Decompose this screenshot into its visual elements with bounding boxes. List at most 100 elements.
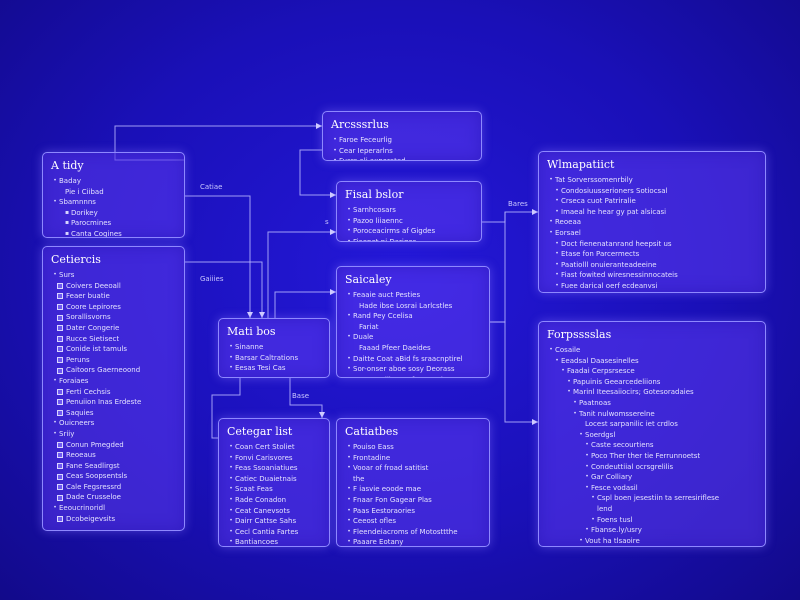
checkbox[interactable] bbox=[57, 304, 63, 311]
list-item-label: Sarnhcosars bbox=[353, 206, 396, 214]
bullet-icon: • bbox=[555, 197, 559, 205]
list-item-label: Ouicneers bbox=[59, 419, 95, 428]
list-item-label: Faadai Cerpsrsesce bbox=[567, 367, 635, 376]
checkbox[interactable] bbox=[57, 452, 63, 459]
edge-modules-to-security bbox=[274, 291, 336, 318]
list-item: the bbox=[345, 474, 481, 485]
list-item-label: Rade Conadon bbox=[235, 495, 287, 504]
list-item: Dade Crusseloe bbox=[51, 492, 176, 503]
checkbox[interactable] bbox=[57, 346, 63, 353]
list-item: •Cosaile bbox=[547, 345, 757, 356]
list-item: •Poco Ther ther tie Ferrunnoetst bbox=[547, 451, 757, 462]
checkbox[interactable] bbox=[57, 357, 63, 364]
bullet-icon: • bbox=[555, 271, 559, 279]
list-item-label: Poco Ther ther tie Ferrunnoetst bbox=[591, 451, 701, 460]
edge-modules-to-final bbox=[267, 231, 336, 318]
list-item-label: Cspl boen jesestiin ta serresiriflese bbox=[597, 494, 720, 503]
list-item: •Fnaar Fon Gagear Plas bbox=[345, 495, 481, 506]
list-item-label: Rand Pey Ccelisa bbox=[353, 312, 413, 321]
list-item-label: Fariat bbox=[359, 322, 379, 331]
bullet-icon: • bbox=[585, 462, 589, 470]
list-item-label: Faaad Pfeer Daeides bbox=[359, 343, 431, 352]
checkbox[interactable] bbox=[57, 494, 63, 501]
list-item-label: Feas Ssoaniatiues bbox=[235, 464, 298, 473]
list-item-label: Paatiolll onuieranteadeeine bbox=[561, 260, 657, 269]
list-item: •Papuinis Geearcedeliions bbox=[547, 377, 757, 388]
list-item: •Cspl boen jesestiin ta serresiriflese bbox=[547, 493, 757, 504]
node-final[interactable]: Fisal bslor •Sarnhcosars•Pazoo liiaennc•… bbox=[336, 181, 482, 242]
list-item: Dcobeigevsits bbox=[51, 514, 176, 525]
checkbox[interactable] bbox=[57, 410, 63, 417]
list-item: •Condosiuusserioners Sotiocsal bbox=[547, 186, 757, 197]
checkbox[interactable] bbox=[57, 293, 63, 300]
list-item-label: Ceas Soopsentsls bbox=[66, 472, 128, 481]
checkbox[interactable] bbox=[57, 462, 63, 469]
list-item-label: Imaeal he hear gy pat alsicasi bbox=[561, 207, 667, 216]
checkbox[interactable] bbox=[57, 484, 63, 491]
node-management[interactable]: Wlmapatiict •Tat Sorverssomenrbily•Condo… bbox=[538, 151, 766, 293]
list-item-label: Coivers Deeoall bbox=[66, 281, 121, 290]
list-item-label: Duale bbox=[353, 333, 374, 342]
checkbox[interactable] bbox=[57, 367, 63, 374]
list-item-label: Conun Pmegded bbox=[66, 440, 124, 449]
list-item: •Cear Ieperarlns bbox=[331, 146, 473, 157]
list-item: Fariat bbox=[345, 322, 481, 333]
list-item: Reoeaus bbox=[51, 450, 176, 461]
bullet-icon: • bbox=[347, 354, 351, 362]
list-item-label: Etase fon Parcermects bbox=[561, 250, 640, 259]
bullet-icon: • bbox=[229, 443, 233, 450]
list-item: Feaer buatie bbox=[51, 291, 176, 302]
checkbox[interactable] bbox=[57, 441, 63, 448]
list-item-label: Vout ha tlsaoire bbox=[585, 536, 640, 545]
list-item: Hade ibse Losrai Larlcstles bbox=[345, 301, 481, 312]
bullet-icon: • bbox=[229, 538, 233, 546]
list-item: •Imaeal he hear gy pat alsicasi bbox=[547, 207, 757, 218]
node-properties[interactable]: Forpsssslas •Cosaile•Eeadsal Daasesinell… bbox=[538, 321, 766, 547]
node-title: Forpsssslas bbox=[547, 328, 612, 341]
bullet-icon: • bbox=[549, 228, 553, 236]
checkbox[interactable] bbox=[57, 335, 63, 342]
checkbox[interactable] bbox=[57, 399, 63, 406]
bullet-icon: • bbox=[229, 464, 233, 472]
checkbox[interactable] bbox=[57, 282, 63, 289]
bullet-icon: • bbox=[229, 364, 233, 372]
list-item: •Sarnhcosars bbox=[345, 205, 473, 216]
checkbox[interactable] bbox=[57, 325, 63, 332]
list-item-label: Fane Seadlirgst bbox=[66, 461, 120, 470]
node-item-list: •Pouiso Eass•Frontadine•Vooar of froad s… bbox=[345, 442, 481, 546]
checkbox[interactable] bbox=[57, 515, 63, 522]
bullet-icon: • bbox=[555, 186, 559, 194]
list-item: •Sriiy bbox=[51, 429, 176, 440]
list-item: •Duale bbox=[345, 332, 481, 343]
node-modules[interactable]: Mati bos •Sinanne•Barsar Caltrations•Ees… bbox=[218, 318, 330, 378]
list-item: •Daitte Coat aBid fs sraacnptirel bbox=[345, 354, 481, 365]
node-accessories[interactable]: Arcsssrlus •Faroe Feceurlig•Cear Ieperar… bbox=[322, 111, 482, 161]
list-item-label: Coan Cert Stoliet bbox=[235, 443, 295, 451]
list-item-label: Bantiancoes bbox=[235, 538, 279, 547]
list-item: Coore Lepirores bbox=[51, 302, 176, 313]
bullet-icon: • bbox=[573, 409, 577, 417]
checkbox[interactable] bbox=[57, 314, 63, 321]
bullet-icon: • bbox=[347, 506, 351, 514]
list-item-label: F iasvie eoode mae bbox=[353, 485, 422, 494]
bullet-icon: • bbox=[347, 216, 351, 224]
bullet-icon: • bbox=[555, 207, 559, 215]
node-contacts[interactable]: Catiatbes •Pouiso Eass•Frontadine•Vooar … bbox=[336, 418, 490, 547]
checkbox[interactable] bbox=[57, 388, 63, 395]
list-item-label: Cantel Laatss bbox=[585, 546, 632, 547]
list-item: •F iasvie eoode mae bbox=[345, 484, 481, 495]
checkbox[interactable] bbox=[57, 473, 63, 480]
node-category-list[interactable]: Cetegar list •Coan Cert Stoliet•Fonvi Ca… bbox=[218, 418, 330, 547]
list-item: •Fses Eoainel bbox=[547, 292, 757, 293]
node-title: Cetegar list bbox=[227, 425, 293, 438]
node-item-list: •Coan Cert Stoliet•Fonvi Carisvores•Feas… bbox=[227, 442, 321, 547]
list-item-label: Sorallisvorns bbox=[66, 313, 111, 322]
list-item: •Tanit nulwomsserelne bbox=[547, 409, 757, 420]
list-item: Coivers Deeoall bbox=[51, 281, 176, 292]
list-item-label: Soerdgsl bbox=[585, 430, 616, 439]
bullet-icon: • bbox=[555, 260, 559, 268]
